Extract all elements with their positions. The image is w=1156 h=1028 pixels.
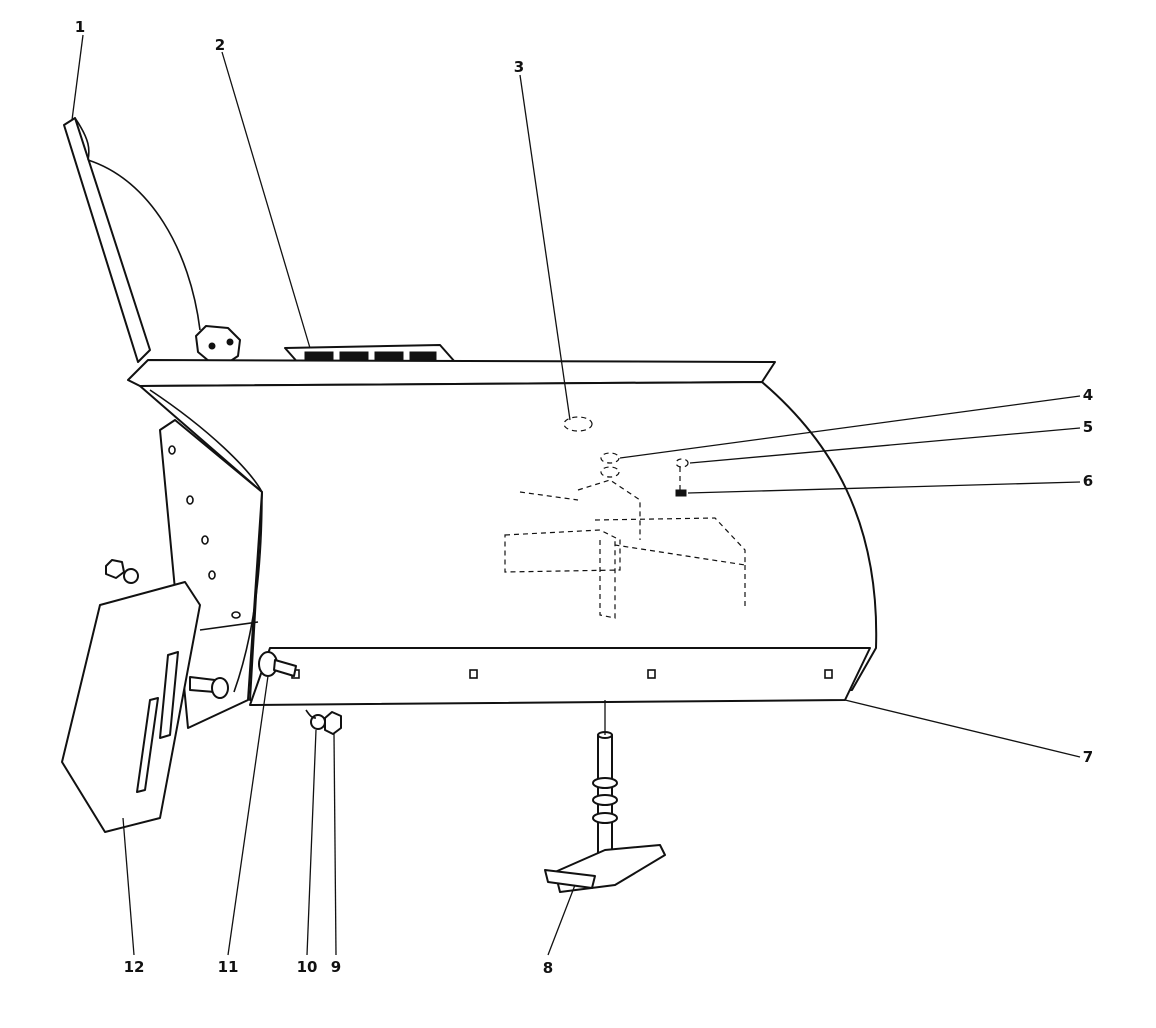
part-8-pivot-pin [544, 731, 666, 893]
callout-numbers: 1 2 3 4 5 6 7 8 9 10 11 12 [75, 18, 1093, 977]
leader-7 [844, 699, 1081, 758]
part-9-nut [324, 711, 342, 735]
callout-9: 9 [331, 958, 341, 976]
callout-4: 4 [1083, 386, 1093, 404]
leader-6 [687, 481, 1081, 494]
mounting-bracket [195, 325, 241, 365]
part-5-bolt [675, 458, 689, 492]
leader-5 [689, 427, 1081, 464]
part-1-blade-arm [63, 117, 201, 363]
moldboard-blade [127, 359, 878, 729]
part-4-washers [600, 452, 620, 478]
skid-nut-washer [105, 559, 139, 584]
part-6-nut [675, 489, 687, 497]
part-12-skid-shoe [61, 581, 201, 833]
callout-12: 12 [124, 958, 145, 976]
callout-6: 6 [1083, 472, 1093, 490]
leader-9 [333, 733, 337, 956]
leader-3 [519, 74, 571, 421]
leader-1 [71, 34, 84, 121]
hidden-a-frame [504, 479, 746, 619]
leader-12 [122, 817, 135, 956]
leader-10 [306, 729, 317, 956]
callout-8: 8 [543, 959, 553, 977]
callout-11: 11 [218, 958, 239, 976]
callout-5: 5 [1083, 418, 1093, 436]
leader-11 [227, 675, 269, 956]
part-10-washer [305, 709, 326, 730]
callout-3: 3 [514, 58, 524, 76]
leader-4 [619, 395, 1081, 459]
leader-8 [547, 884, 576, 956]
skid-carriage-bolt [189, 676, 229, 699]
leader-2 [221, 51, 311, 349]
callout-10: 10 [297, 958, 318, 976]
callout-7: 7 [1083, 748, 1093, 766]
leader-lines [71, 34, 1081, 956]
part-3-hole [563, 416, 593, 432]
callout-2: 2 [215, 36, 225, 54]
part-11-bolt [258, 651, 297, 677]
callout-1: 1 [75, 18, 85, 36]
